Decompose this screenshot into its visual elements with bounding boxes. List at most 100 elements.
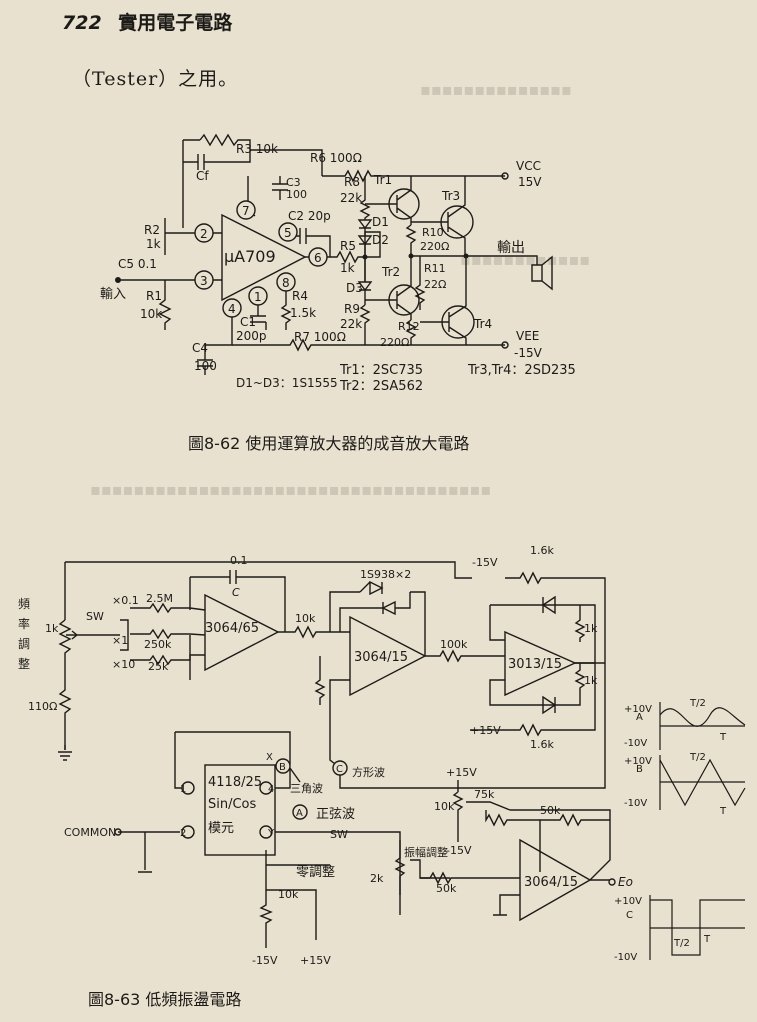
pin-5-label: 5 [284,226,292,240]
legend-tr2: Tr2：2SA562 [339,379,423,394]
side-label-3: 調 [18,637,30,651]
p15v-label: +15V [300,954,331,967]
module-pinY: Y [267,828,275,839]
wave-c-tag: C [626,910,633,921]
p15v-top-label: +15V [446,766,477,779]
opamp4-label: 3064/15 [524,875,578,890]
module-pin1: 1 [180,784,186,795]
c2-label: C2 20p [288,209,331,223]
r25k-label: 25k [148,660,169,673]
output-label: 輸出 [497,240,525,256]
legend-diodes: D1~D3：1S1555 [236,376,338,390]
pin-2-label: 2 [200,227,208,241]
page-number: 722 [62,12,102,34]
opamp-label: μA709 [224,247,276,266]
wave-c-p10v: +10V [614,896,642,907]
pin-6-label: 6 [314,251,322,265]
node-a: A [296,808,303,819]
opamp2-label: 3064/15 [354,650,408,665]
triangle-label: 三角波 [290,782,323,795]
input-label: 輸入 [100,287,126,302]
legend-tr1: Tr1：2SC735 [339,363,423,378]
r10k-zero-label: 10k [278,888,299,901]
node-c: C [336,764,343,775]
r1-label: R1 [146,289,162,303]
r10-value: 220Ω [420,240,449,253]
x10-label: ×10 [112,658,135,671]
r100k-label: 100k [440,638,468,651]
r4-value: 1.5k [290,306,316,320]
r50k-a-label: 50k [540,804,561,817]
r8-label: R8 [344,175,360,189]
pin-7-label: 7 [242,204,250,218]
r1-value: 10k [140,307,162,321]
wave-c-m10v: -10V [614,952,637,963]
square-label: 方形波 [352,765,385,779]
vcc-value: 15V [518,175,542,189]
r250k-label: 250k [144,638,172,651]
vcc-label: VCC [516,159,541,173]
m15v-label: -15V [252,954,278,967]
figure-8-63-caption: 圖8-63 低頻振盪電路 [88,990,242,1009]
wave-b-tag: B [636,764,643,775]
d2-label: D2 [372,233,389,247]
pin-8-label: 8 [282,276,290,290]
r75k-label: 75k [474,788,495,801]
c01-label: 0.1 [230,554,248,567]
figure-8-62-caption: 圖8-62 使用運算放大器的成音放大電路 [188,434,470,453]
r11-label: R11 [424,262,446,275]
d1-label: D1 [372,215,389,229]
opamp1-label: 3064/65 [205,621,259,636]
r5-label: R5 [340,239,356,253]
r10-label: R10 [422,226,444,239]
figure-8-62-schematic: 2 3 7 4 1 8 6 5 μA709 R3 10k Cf R6 100Ω … [100,133,576,394]
pin-1-label: 1 [254,290,262,304]
show-through: ▪▪▪▪▪▪▪▪▪▪▪▪ [460,250,591,269]
show-through: ▪▪▪▪▪▪▪▪▪▪▪▪▪▪ [420,80,572,99]
module-sub: Sin/Cos [208,797,257,812]
r10k-label: 10k [295,612,316,625]
pin-4-label: 4 [228,302,236,316]
node-b: B [279,762,286,773]
r2-value: 1k [146,237,161,251]
r1k-label: 1k [45,622,59,635]
side-label-1: 頻 [18,597,30,611]
wave-b-m10v: -10V [624,798,647,809]
r3-label: R3 10k [236,142,278,156]
wave-c-t: T [703,934,711,945]
figure-8-63-schematic: 3064/65 3064/15 3013/15 3064/15 4118/25 … [18,544,746,967]
tr2-label: Tr2 [381,265,400,279]
wave-a-m10v: -10V [624,738,647,749]
module-pinX: X [266,752,273,763]
c3-label: C3 [286,176,301,189]
r5-value: 1k [340,261,355,275]
output-eo-label: Eo [618,875,633,889]
m15v-pot-label: -15V [446,844,472,857]
r16k-a-label: 1.6k [530,544,554,557]
page-header: 722 實用電子電路 [62,8,232,35]
vee-value: -15V [514,346,543,360]
r9-label: R9 [344,302,360,316]
r1k-a-label: 1k [584,622,598,635]
r110-label: 110Ω [28,700,57,713]
p15v-bot-label: +15V [470,724,501,737]
x1-label: ×1 [112,634,128,647]
wave-b-p10v: +10V [624,756,652,767]
r16k-b-label: 1.6k [530,738,554,751]
d3-label: D3 [346,281,363,295]
cf-label: Cf [196,169,209,183]
vee-label: VEE [516,329,539,343]
r25m-label: 2.5M [146,592,173,605]
zero-adj-label: 零調整 [296,865,335,880]
show-through: ▪▪▪▪▪▪▪▪▪▪▪▪▪▪▪▪▪▪▪▪▪▪▪▪▪▪▪▪▪▪▪▪▪▪▪▪▪ [90,480,492,499]
r1k-b-label: 1k [584,674,598,687]
book-title: 實用電子電路 [118,12,233,34]
diodes-label: 1S938×2 [360,568,411,581]
side-label-2: 率 [18,616,30,631]
intro-text: （Tester）之用。 [72,68,239,90]
pin-3-label: 3 [200,274,208,288]
wave-a-t: T [719,732,727,743]
r2-label: R2 [144,223,160,237]
r7-label: R7 100Ω [294,330,346,344]
module-pin2: 2 [180,828,186,839]
